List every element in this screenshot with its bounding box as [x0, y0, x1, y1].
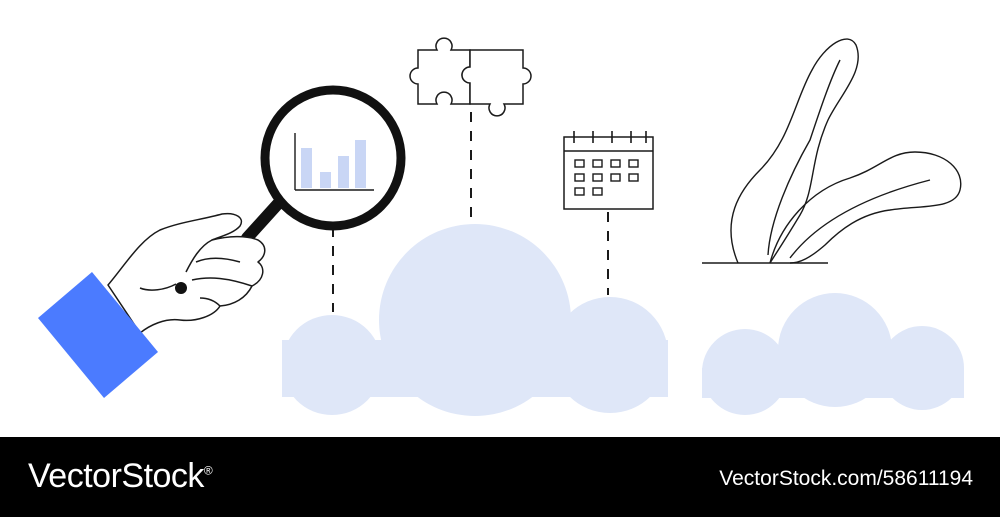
magnifier-icon — [241, 85, 406, 244]
illustration — [38, 37, 964, 416]
calendar-icon — [563, 131, 654, 210]
hand-icon — [38, 212, 266, 398]
sleeve — [38, 272, 158, 398]
registered-mark: ® — [203, 463, 213, 478]
leaf-plant-icon — [702, 38, 962, 264]
watermark-footer: VectorStock® VectorStock.com/58611194 — [0, 437, 1000, 517]
bar-chart-icon — [294, 133, 374, 191]
large-cloud — [282, 224, 668, 416]
brand-name: VectorStock — [28, 457, 204, 495]
image-id: VectorStock.com/58611194 — [719, 467, 973, 490]
small-cloud — [702, 293, 964, 415]
puzzle-icon — [409, 37, 532, 117]
vectorstock-logo: VectorStock® — [28, 457, 213, 496]
